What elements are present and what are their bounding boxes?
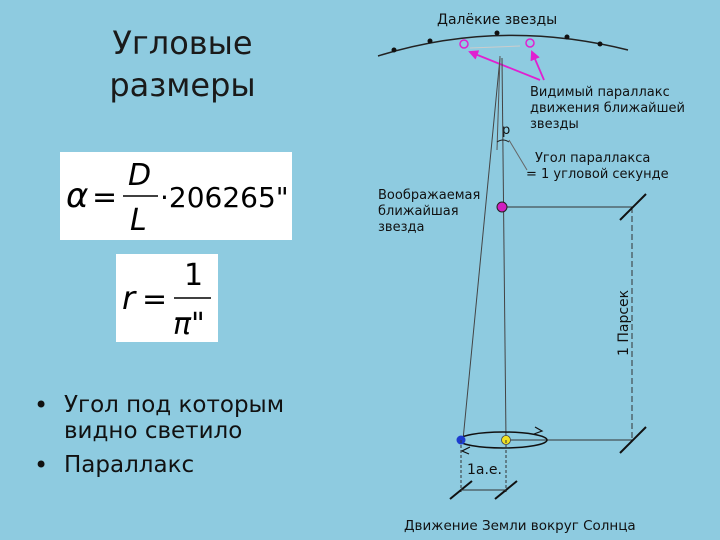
apparent-parallax-label-3: звезды (530, 117, 579, 132)
apparent-star-position-left (459, 39, 469, 49)
slide-title: Угловые размеры (80, 22, 285, 106)
formula-equals: = (92, 180, 117, 215)
formula-one: 1 (184, 258, 203, 293)
bullet-dot-icon: • (34, 391, 49, 419)
formula-r: r (122, 279, 137, 317)
parallax-angle-label-2: = 1 угловой секунде (526, 167, 669, 182)
bullet-text: Параллакс (64, 452, 195, 478)
apparent-parallax-label-1: Видимый параллакс (530, 85, 670, 100)
far-star-dot (494, 30, 500, 36)
arrow-to-left-position (468, 50, 541, 81)
sightline-from-earth (462, 57, 501, 441)
bullet-dot-icon: • (34, 451, 49, 479)
orbit-arrow-icon (460, 446, 471, 455)
dimension-tick (619, 426, 647, 454)
near-star-label-2: ближайшая (378, 204, 459, 219)
celestial-sphere-arc (377, 34, 629, 57)
parsec-label: 1 Парсек (616, 290, 632, 356)
far-star-dot (564, 34, 570, 40)
sightline-from-sun (501, 57, 507, 441)
arrow-to-right-position (530, 50, 545, 81)
distance-formula: r = 1 π" (116, 254, 218, 342)
formula-denominator-l: L (130, 203, 147, 238)
angular-size-formula: α = D L ·206265" (60, 152, 292, 240)
far-stars-label: Далёкие звезды (437, 12, 557, 28)
bullet-text: Угол под которым видно светило (64, 392, 285, 444)
dimension-tick (619, 193, 647, 221)
formula-pi: π" (173, 307, 205, 342)
sightline-upper (496, 55, 501, 151)
apparent-star-position-right (525, 38, 535, 48)
apparent-shift-line (469, 45, 521, 49)
formula-alpha: α (66, 176, 88, 216)
earth-motion-label: Движение Земли вокруг Солнца (404, 518, 636, 534)
formula-r-equals: = (142, 282, 167, 317)
bullet-list: • Угол под которым видно светило • Паралла… (32, 392, 342, 486)
parallax-angle-arc (496, 139, 510, 143)
far-star-dot (597, 41, 603, 47)
angle-pointer-line (508, 139, 528, 171)
parallax-p-label: p (502, 123, 510, 138)
far-star-dot (427, 38, 433, 44)
title-line-2: размеры (109, 66, 256, 104)
bullet-item-parallax: • Параллакс (32, 452, 342, 478)
bullet-item-angle: • Угол под которым видно светило (32, 392, 342, 444)
formula-multiplier: ·206265" (160, 181, 289, 214)
far-star-dot (391, 47, 397, 53)
near-star-label-1: Воображаемая (378, 188, 480, 203)
near-star-icon (496, 201, 508, 213)
apparent-parallax-label-2: движения ближайшей (530, 101, 685, 116)
orbit-arrow-icon (533, 426, 544, 435)
au-label: 1а.е. (467, 462, 502, 478)
title-line-1: Угловые (112, 24, 253, 62)
parallax-angle-label-1: Угол параллакса (535, 151, 650, 166)
near-star-label-3: звезда (378, 220, 424, 235)
formula-numerator-d: D (128, 158, 151, 193)
